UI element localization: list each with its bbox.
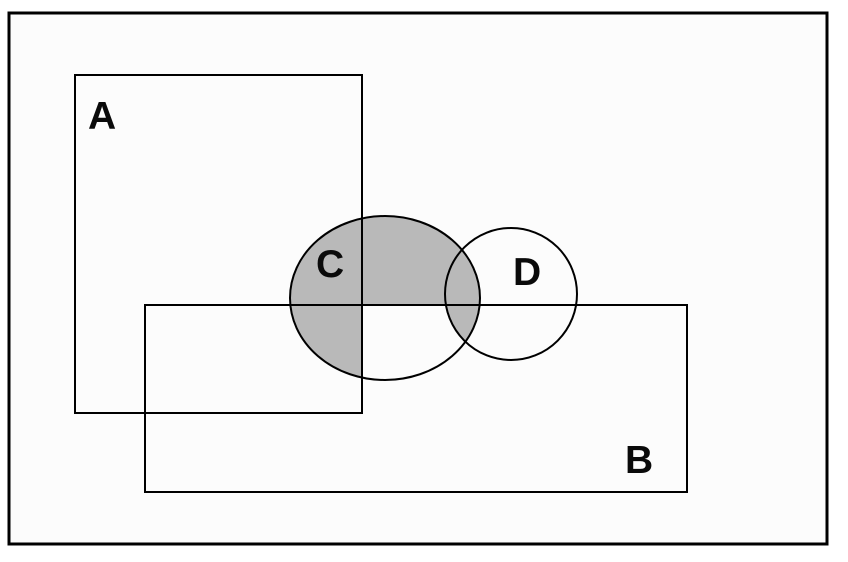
label-set-b: B — [625, 439, 653, 482]
label-set-c: C — [316, 243, 344, 286]
label-set-d: D — [513, 251, 541, 294]
circle-c — [289, 215, 481, 381]
label-set-a: A — [88, 95, 116, 138]
rectangle-b — [144, 304, 688, 493]
rectangle-a — [74, 74, 363, 414]
circle-d — [444, 227, 578, 361]
